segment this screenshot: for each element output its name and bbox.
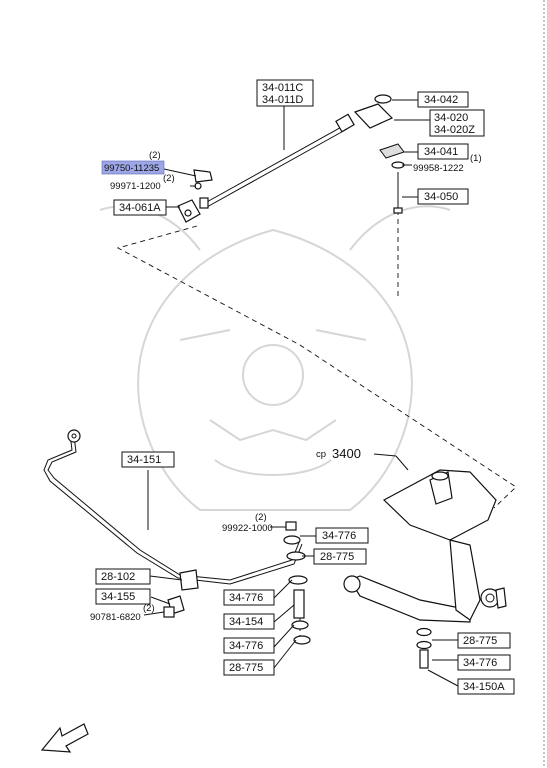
callout-34-061a[interactable]: 34-061A — [113, 199, 167, 216]
callout-90781-text: 90781-6820 — [90, 612, 141, 623]
stabilizer-link-parts — [163, 521, 311, 645]
callout-3400-prefix: cp — [316, 449, 326, 460]
callout-99971-text: 99971-1200 — [110, 181, 161, 192]
callout-34-154[interactable]: 34-154 — [223, 613, 275, 630]
callout-3400-text: 3400 — [332, 446, 361, 461]
samurai-helmet-watermark — [99, 205, 451, 511]
callout-34-041-qty: (1) — [470, 153, 482, 164]
callout-99971-1200[interactable]: (2) 99971-1200 — [110, 173, 175, 192]
callout-34-776-a-text: 34-776 — [322, 530, 356, 542]
callout-34-776-c[interactable]: 34-776 — [223, 637, 275, 654]
callout-34-776-b-text: 34-776 — [229, 592, 263, 604]
callout-34-020-text: 34-020 — [434, 112, 468, 124]
callout-34-776-b[interactable]: 34-776 — [223, 589, 275, 606]
callout-34-042-text: 34-042 — [424, 94, 458, 106]
callout-34-155-text: 34-155 — [101, 591, 135, 603]
callout-28-775-b[interactable]: 28-775 — [223, 659, 275, 676]
callout-99750-text: 99750-11235 — [104, 163, 159, 174]
callout-28-102-text: 28-102 — [101, 571, 135, 583]
callout-99750-qty: (2) — [149, 150, 161, 161]
callout-34-776-c-text: 34-776 — [229, 640, 263, 652]
callout-28-102[interactable]: 28-102 — [95, 568, 151, 585]
callout-34-154-text: 34-154 — [229, 616, 263, 628]
callout-99958-text: 99958-1222 — [413, 163, 464, 174]
leader-lines — [143, 99, 460, 687]
callout-34-155[interactable]: 34-155 — [95, 588, 151, 605]
callout-34-776-a[interactable]: 34-776 — [315, 527, 369, 544]
callout-90781-qty: (2) — [143, 603, 155, 614]
callout-34-061a-text: 34-061A — [119, 202, 161, 214]
callout-34-020[interactable]: 34-020 34-020Z — [429, 109, 485, 137]
callout-34-151-text: 34-151 — [127, 454, 161, 466]
callout-34-776-d[interactable]: 34-776 — [457, 654, 511, 671]
callout-34-041[interactable]: 34-041 (1) — [417, 143, 482, 164]
callout-28-775-c[interactable]: 28-775 — [457, 632, 511, 649]
tension-rod-assembly — [177, 94, 405, 223]
callout-99922-qty: (2) — [255, 512, 267, 523]
callout-34-042[interactable]: 34-042 — [417, 91, 469, 108]
callout-34-776-d-text: 34-776 — [463, 657, 497, 669]
callout-99971-qty: (2) — [163, 173, 175, 184]
callout-34-151[interactable]: 34-151 — [121, 451, 175, 468]
callout-34-050-text: 34-050 — [424, 191, 458, 203]
callout-90781-6820[interactable]: (2) 90781-6820 — [90, 603, 155, 623]
callout-34-050[interactable]: 34-050 — [417, 188, 469, 205]
stabilizer-bar — [43, 429, 303, 585]
callout-99958-1222[interactable]: 99958-1222 — [413, 163, 464, 174]
callout-28-775-a-text: 28-775 — [320, 551, 354, 563]
callout-34-150a[interactable]: 34-150A — [457, 678, 515, 695]
callout-34-011c-text: 34-011C — [262, 82, 303, 94]
callout-99922-text: 99922-1000 — [222, 523, 273, 534]
callout-99750-11235[interactable]: (2) 99750-11235 — [101, 150, 165, 175]
fwd-arrow-icon — [40, 723, 89, 753]
dashed-leaders — [116, 210, 517, 640]
callout-28-775-c-text: 28-775 — [463, 635, 497, 647]
callout-34-011[interactable]: 34-011C 34-011D — [256, 79, 314, 107]
callout-34-020z-text: 34-020Z — [434, 124, 475, 136]
callout-28-775-a[interactable]: 28-775 — [313, 548, 367, 565]
callout-3400[interactable]: cp 3400 — [316, 446, 361, 461]
callout-34-011d-text: 34-011D — [262, 94, 303, 106]
control-arm-assembly — [343, 469, 507, 669]
callout-28-775-b-text: 28-775 — [229, 662, 263, 674]
callout-34-041-text: 34-041 — [424, 146, 458, 158]
callout-99922-1000[interactable]: (2) 99922-1000 — [222, 512, 273, 534]
callout-34-150a-text: 34-150A — [463, 681, 505, 693]
